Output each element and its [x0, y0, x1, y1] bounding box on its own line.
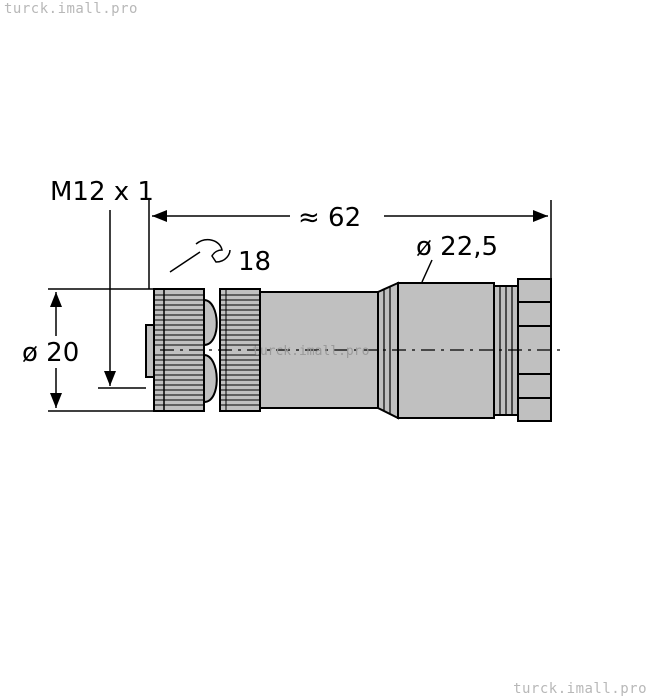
- length-dimension: [148, 200, 552, 289]
- wrench-size-label: 18: [238, 247, 271, 277]
- wrench-icon: [169, 238, 231, 273]
- watermark-bottom: turck.imall.pro: [513, 681, 647, 697]
- lobe-upper: [203, 298, 218, 347]
- body-diameter-label: ø 22,5: [416, 232, 498, 262]
- thread-dimension: [98, 210, 146, 389]
- watermark-top: turck.imall.pro: [4, 1, 138, 17]
- length-label: ≈ 62: [298, 203, 361, 233]
- lobe-lower: [203, 353, 218, 404]
- front-diameter-dimension: [48, 288, 154, 412]
- gland-nut-flats: [518, 301, 551, 399]
- body-diameter-leader: [421, 259, 433, 283]
- front-tip: [145, 324, 155, 378]
- knurl-lines-nut: [154, 294, 204, 406]
- connector-body: [145, 278, 552, 422]
- thread-label: M12 x 1: [50, 177, 154, 207]
- knurl-lines-ring: [220, 289, 260, 411]
- watermark-center: turck.imall.pro: [252, 344, 369, 359]
- front-diameter-label: ø 20: [22, 338, 79, 368]
